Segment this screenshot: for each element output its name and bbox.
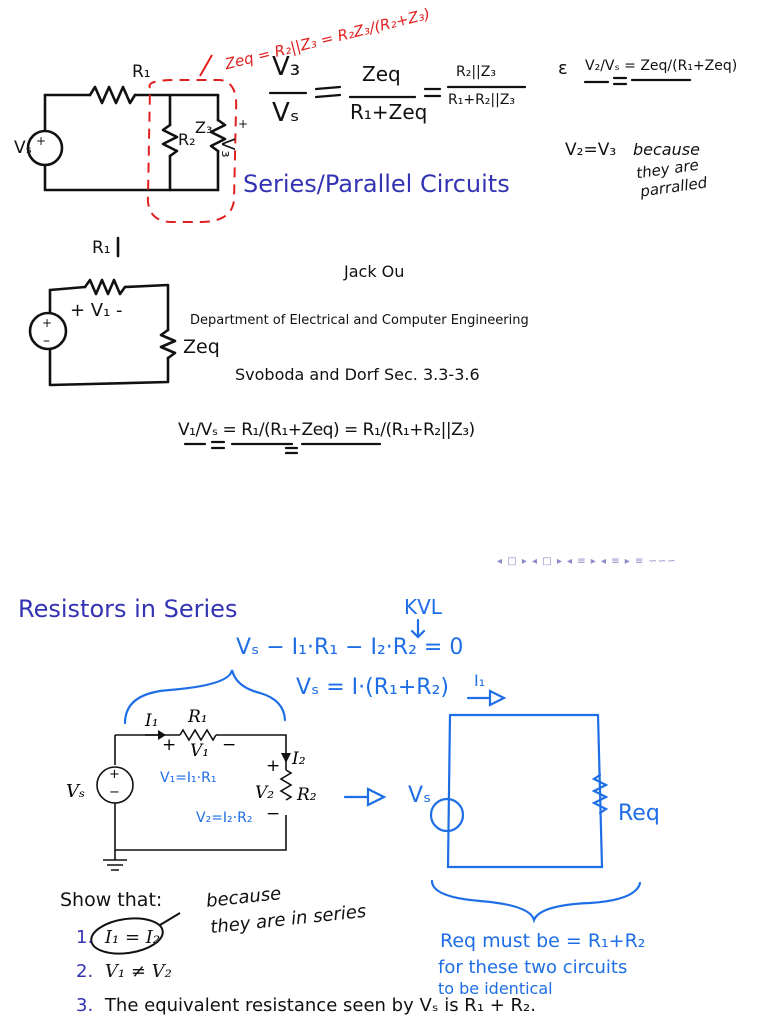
ratio-par-num: R₂||Z₃ [456, 64, 496, 80]
blue-ink-strokes [123, 618, 642, 924]
fraction-bars [183, 78, 692, 446]
handwriting-layer-slide2 [90, 618, 642, 955]
circled-item-1 [90, 917, 164, 955]
v1-minus: − [222, 735, 237, 755]
r1-label: R₁ [132, 62, 151, 82]
zeq-dashed-outline [146, 79, 238, 223]
show-that-label: Show that: [60, 889, 163, 911]
side-ratio: V₂/Vₛ = Zeq/(R₁+Zeq) [585, 58, 738, 74]
ratio-zeq-den: R₁+Zeq [350, 100, 428, 124]
v3-plus-sign: + [238, 117, 249, 131]
c2-plus: + [42, 316, 53, 330]
author-name: Jack Ou [344, 262, 405, 281]
vs-label: Vₛ [14, 138, 32, 158]
slide-title: Series/Parallel Circuits [243, 170, 510, 198]
list-number: 1. [76, 927, 94, 948]
list-item-3: 3. The equivalent resistance seen by Vₛ … [76, 995, 536, 1016]
z3-label: Z₃ [195, 118, 213, 137]
list-number: 3. [76, 995, 94, 1016]
v2-eq-v3: V₂=V₃ [565, 140, 617, 160]
vs-label: Vₛ [66, 781, 86, 802]
r2-label: R₂ [297, 785, 317, 805]
department-name: Department of Electrical and Computer En… [190, 313, 529, 328]
reference-text: Svoboda and Dorf Sec. 3.3-3.6 [235, 365, 480, 384]
v2-plus: + [266, 756, 281, 776]
handwriting-layer-slide1 [26, 54, 692, 455]
title-slide: Zeq = R₂||Z₃ = R₂Z₃/(R₂+Z₃) R₁ R₂ Z₃ Vₛ … [14, 4, 738, 567]
ratio-par-den: R₁+R₂||Z₃ [448, 92, 516, 108]
list-item-2: 2. V₁ ≠ V₂ [76, 961, 172, 982]
v2-ohm-law: V₂=I₂·R₂ [196, 810, 253, 826]
sum-equation: Vₛ = I·(R₁+R₂) [296, 675, 449, 700]
req-label: Req [618, 801, 660, 826]
i2-arrow-icon [281, 753, 291, 763]
list-text: I₁ = I₂ [104, 927, 161, 948]
to-be-identical: to be identical [438, 979, 553, 998]
v1-plus: + [162, 735, 177, 755]
for-these-circuits: for these two circuits [438, 957, 628, 978]
source-minus: − [109, 785, 120, 800]
v1-ratio-equation: V₁/Vₛ = R₁/(R₁+Zeq) = R₁/(R₁+R₂||Z₃) [178, 420, 475, 440]
v1-label: V₁ [190, 741, 210, 761]
r2-label: R₂ [178, 130, 196, 149]
ratio-v3-den: Vₛ [272, 98, 300, 128]
beamer-navigation[interactable]: ◂ □ ▸ ◂ □ ▸ ◂ ≡ ▸ ◂ ≡ ▸ ≡ ∽∽∽ [497, 556, 677, 567]
list-number: 2. [76, 961, 94, 982]
because-note: because [633, 140, 700, 159]
c2-v1-label: + V₁ - [70, 300, 123, 321]
current-label: I₁ [474, 671, 486, 690]
epsilon-mark: ε [558, 58, 568, 79]
list-text: The equivalent resistance seen by Vₛ is … [104, 995, 536, 1016]
zeq-pointer-line [199, 54, 213, 77]
req-must-be: Req must be = R₁+R₂ [440, 930, 646, 952]
i2-label: I₂ [292, 749, 306, 769]
r1-label: R₁ [188, 707, 208, 727]
ratio-v3-num: V₃ [272, 52, 301, 82]
list-text: V₁ ≠ V₂ [104, 961, 172, 982]
kvl-equation: Vₛ − I₁·R₁ − I₂·R₂ = 0 [236, 635, 464, 660]
c2-zeq-label: Zeq [183, 336, 220, 358]
i1-label: I₁ [145, 711, 159, 731]
i1-arrow-icon [158, 730, 166, 740]
v2-minus: − [266, 804, 281, 824]
v3-label: V₃ [217, 138, 238, 158]
circuit-2-drawing [28, 236, 177, 387]
v2-label: V₂ [255, 783, 275, 803]
ratio-zeq-num: Zeq [362, 62, 401, 86]
circuit-1-drawing [26, 85, 227, 192]
equiv-vs-label: Vₛ [408, 783, 432, 808]
kvl-label: KVL [404, 595, 442, 619]
c2-minus: – [43, 333, 50, 349]
list-item-1: 1. I₁ = I₂ [76, 927, 160, 948]
source-plus-sign: + [36, 134, 47, 148]
resistors-in-series-slide: Resistors in Series KVL Vₛ − I₁·R₁ − I₂·… [0, 575, 768, 1024]
c2-r1-label: R₁ [92, 238, 111, 258]
slide-title: Resistors in Series [18, 595, 238, 623]
source-plus: + [109, 767, 120, 782]
v1-ohm-law: V₁=I₁·R₁ [160, 770, 217, 786]
